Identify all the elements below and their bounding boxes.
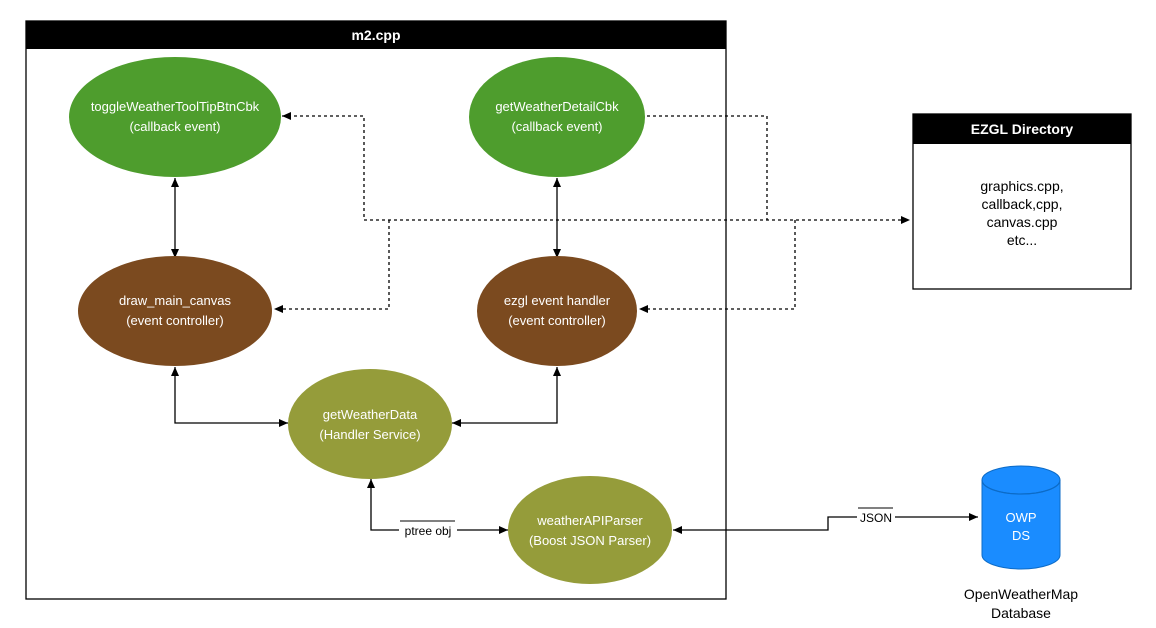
node-label: ezgl event handler xyxy=(504,293,611,308)
node-get-weather-data[interactable]: getWeatherData (Handler Service) xyxy=(288,369,452,479)
ezgl-file-0: graphics.cpp, xyxy=(980,178,1063,194)
node-sublabel: (Boost JSON Parser) xyxy=(529,533,651,548)
database-caption-line1: OpenWeatherMap xyxy=(964,586,1078,602)
node-label: weatherAPIParser xyxy=(536,513,643,528)
node-sublabel: (event controller) xyxy=(508,313,606,328)
edge-detail-ezgl-dashed xyxy=(647,115,768,220)
node-sublabel: (callback event) xyxy=(129,119,220,134)
edge-getweather-parser xyxy=(367,479,508,534)
database-caption-line2: Database xyxy=(991,605,1051,621)
edges: ptree obj JSON xyxy=(171,112,978,538)
edge-toggle-ezgl-dashed xyxy=(282,112,910,224)
edge-label-json: JSON xyxy=(860,511,892,525)
node-draw-main-canvas[interactable]: draw_main_canvas (event controller) xyxy=(78,256,272,366)
edge-parser-database xyxy=(673,513,978,534)
node-label: getWeatherDetailCbk xyxy=(495,99,619,114)
ezgl-directory-title: EZGL Directory xyxy=(971,121,1074,137)
edge-label-ptree: ptree obj xyxy=(405,524,452,538)
node-get-weather-detail-cbk[interactable]: getWeatherDetailCbk (callback event) xyxy=(469,57,645,177)
ezgl-file-3: etc... xyxy=(1007,232,1037,248)
node-label: getWeatherData xyxy=(323,407,418,422)
database-sublabel: DS xyxy=(1012,528,1030,543)
node-weather-api-parser[interactable]: weatherAPIParser (Boost JSON Parser) xyxy=(508,476,672,584)
database-cylinder[interactable]: OWP DS xyxy=(981,465,1061,570)
node-label: draw_main_canvas xyxy=(119,293,232,308)
node-sublabel: (Handler Service) xyxy=(319,427,420,442)
ezgl-directory-box: EZGL Directory graphics.cpp, callback,cp… xyxy=(912,113,1132,290)
node-toggle-weather-tooltip-cbk[interactable]: toggleWeatherToolTipBtnCbk (callback eve… xyxy=(69,57,281,177)
ezgl-file-2: canvas.cpp xyxy=(987,214,1058,230)
edge-draw-getweather xyxy=(171,367,288,427)
edge-handler-ezgl-dashed xyxy=(639,220,796,313)
ezgl-file-1: callback,cpp, xyxy=(982,196,1063,212)
edge-getweather-ezgl xyxy=(452,367,561,427)
node-sublabel: (event controller) xyxy=(126,313,224,328)
node-ezgl-event-handler[interactable]: ezgl event handler (event controller) xyxy=(477,256,637,366)
database-label: OWP xyxy=(1005,510,1036,525)
container-title: m2.cpp xyxy=(351,27,400,43)
node-label: toggleWeatherToolTipBtnCbk xyxy=(91,99,260,114)
node-sublabel: (callback event) xyxy=(511,119,602,134)
